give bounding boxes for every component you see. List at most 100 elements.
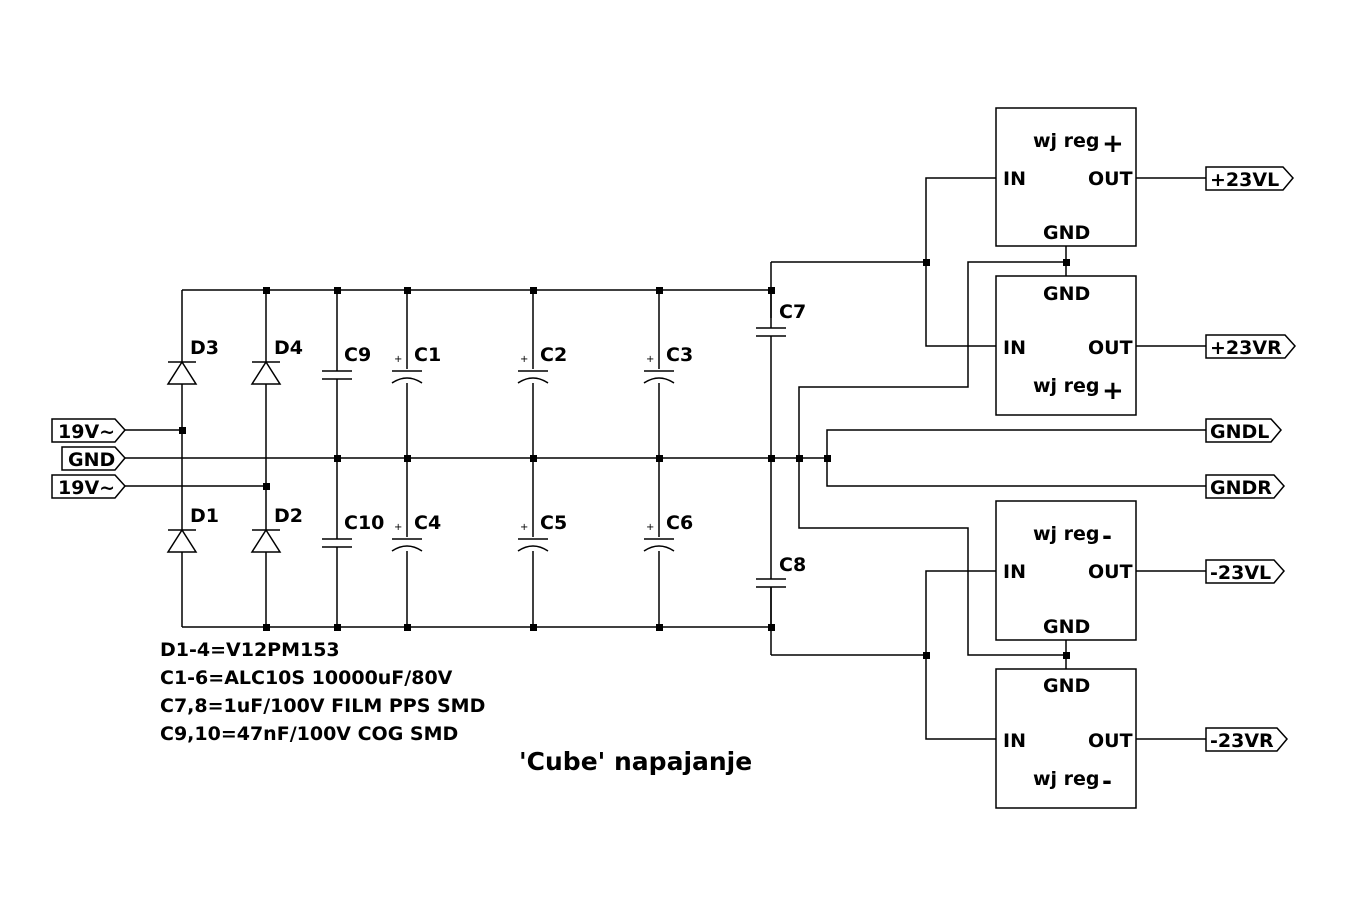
capacitor-c5-label: C5 (540, 512, 567, 534)
pin-in: IN (1003, 730, 1026, 752)
polarity-mark: + (646, 354, 654, 365)
regulator-neg-left-box (995, 500, 1137, 641)
regulator-name: wj reg (1033, 375, 1100, 397)
junction-dot (530, 624, 537, 631)
capacitor-c9-label: C9 (344, 344, 371, 366)
junction-dot (656, 455, 663, 462)
output-port-m23vl-label: -23VL (1210, 562, 1271, 584)
regulator-sign: - (1102, 522, 1112, 550)
diode-d2-symbol (250, 528, 282, 553)
junction-dot (656, 624, 663, 631)
output-port-m23vr-flag (1205, 727, 1288, 752)
note-line: C9,10=47nF/100V COG SMD (160, 723, 458, 745)
polarity-mark: + (520, 522, 528, 533)
input-port-ac-top: 19V~ (51, 418, 126, 443)
junction-dot (824, 455, 831, 462)
input-port-ac-top-label: 19V~ (58, 421, 115, 443)
junction-dot (530, 287, 537, 294)
junction-dot (263, 483, 270, 490)
output-port-m23vr: -23VR (1205, 727, 1288, 752)
pin-out: OUT (1088, 337, 1133, 359)
diode-d3: D3 (166, 337, 219, 385)
polarity-mark: + (394, 354, 402, 365)
capacitor-c8: C8 (756, 554, 806, 588)
output-port-gndl-label: GNDL (1210, 421, 1269, 443)
capacitor-c10: C10 (322, 512, 384, 548)
regulator-neg-left: wj reg - IN OUT GND (995, 500, 1137, 641)
junction-dot (923, 652, 930, 659)
output-port-gndr-flag (1205, 474, 1285, 499)
junction-dot (404, 455, 411, 462)
negative-rail (182, 587, 772, 628)
diode-d1-label: D1 (190, 505, 219, 527)
capacitor-c5: + C5 (517, 512, 567, 552)
diode-d2: D2 (250, 505, 303, 553)
parts-notes: D1-4=V12PM153 C1-6=ALC10S 10000uF/80V C7… (160, 639, 485, 745)
output-port-m23vl-flag (1205, 559, 1285, 584)
capacitor-c4-label: C4 (414, 512, 441, 534)
output-port-gndl-flag (1205, 418, 1282, 443)
regulator-pos-left: wj reg + IN OUT GND (995, 107, 1137, 247)
output-port-p23vl-flag (1205, 166, 1294, 191)
regulator-pos-left-box (995, 107, 1137, 247)
regulator-name: wj reg (1033, 130, 1100, 152)
polarity-mark: + (394, 522, 402, 533)
polarity-mark: + (646, 522, 654, 533)
junction-dot (796, 455, 803, 462)
pos-in-top (925, 177, 996, 262)
diode-d4-symbol (250, 360, 282, 385)
input-port-gnd: GND (61, 446, 126, 471)
junctions (179, 259, 1070, 659)
pin-gnd: GND (1043, 283, 1090, 305)
neg-in-top (925, 570, 996, 655)
pin-in: IN (1003, 337, 1026, 359)
schematic-title: 'Cube' napajanje (519, 747, 752, 776)
input-port-gnd-flag (61, 446, 126, 471)
note-line: C1-6=ALC10S 10000uF/80V (160, 667, 453, 689)
diode-d4: D4 (250, 337, 303, 385)
input-port-ac-bottom-flag (51, 474, 126, 499)
capacitor-c10-label: C10 (344, 512, 384, 534)
capacitor-c8-label: C8 (779, 554, 806, 576)
output-port-p23vl-label: +23VL (1210, 169, 1279, 191)
regulator-name: wj reg (1033, 523, 1100, 545)
capacitor-c7: C7 (756, 301, 806, 337)
regulator-neg-right-box (995, 668, 1137, 809)
diode-d3-symbol (166, 360, 198, 385)
polarity-mark: + (520, 354, 528, 365)
diode-d1: D1 (166, 505, 219, 553)
diode-d3-label: D3 (190, 337, 219, 359)
junction-dot (1063, 652, 1070, 659)
capacitor-c3-label: C3 (666, 344, 693, 366)
diode-d2-label: D2 (274, 505, 303, 527)
output-port-p23vr: +23VR (1205, 334, 1296, 359)
output-port-gndr: GNDR (1205, 474, 1285, 499)
neg-in-bottom (925, 655, 996, 740)
output-port-p23vr-label: +23VR (1210, 337, 1282, 359)
pin-out: OUT (1088, 730, 1133, 752)
pin-gnd: GND (1043, 616, 1090, 638)
pin-gnd: GND (1043, 675, 1090, 697)
note-line: D1-4=V12PM153 (160, 639, 340, 661)
input-port-ac-bottom: 19V~ (51, 474, 126, 499)
gndl-wire (826, 429, 1207, 458)
pin-in: IN (1003, 168, 1026, 190)
output-port-m23vr-label: -23VR (1210, 730, 1274, 752)
regulator-pos-right-box (995, 275, 1137, 416)
capacitor-c2-label: C2 (540, 344, 567, 366)
capacitor-c1: + C1 (391, 344, 441, 384)
junction-dot (1063, 259, 1070, 266)
capacitor-c4: + C4 (391, 512, 441, 552)
gndr-wire (826, 458, 1207, 487)
junction-dot (923, 259, 930, 266)
output-port-p23vr-flag (1205, 334, 1296, 359)
regulator-sign: + (1102, 376, 1124, 406)
pos-gnd-wire (798, 261, 1066, 458)
junction-dot (263, 624, 270, 631)
capacitor-c3: + C3 (643, 344, 693, 384)
input-port-ac-top-flag (51, 418, 126, 443)
output-port-m23vl: -23VL (1205, 559, 1285, 584)
pos-in-bottom (925, 262, 996, 347)
capacitor-c1-label: C1 (414, 344, 441, 366)
pin-out: OUT (1088, 168, 1133, 190)
